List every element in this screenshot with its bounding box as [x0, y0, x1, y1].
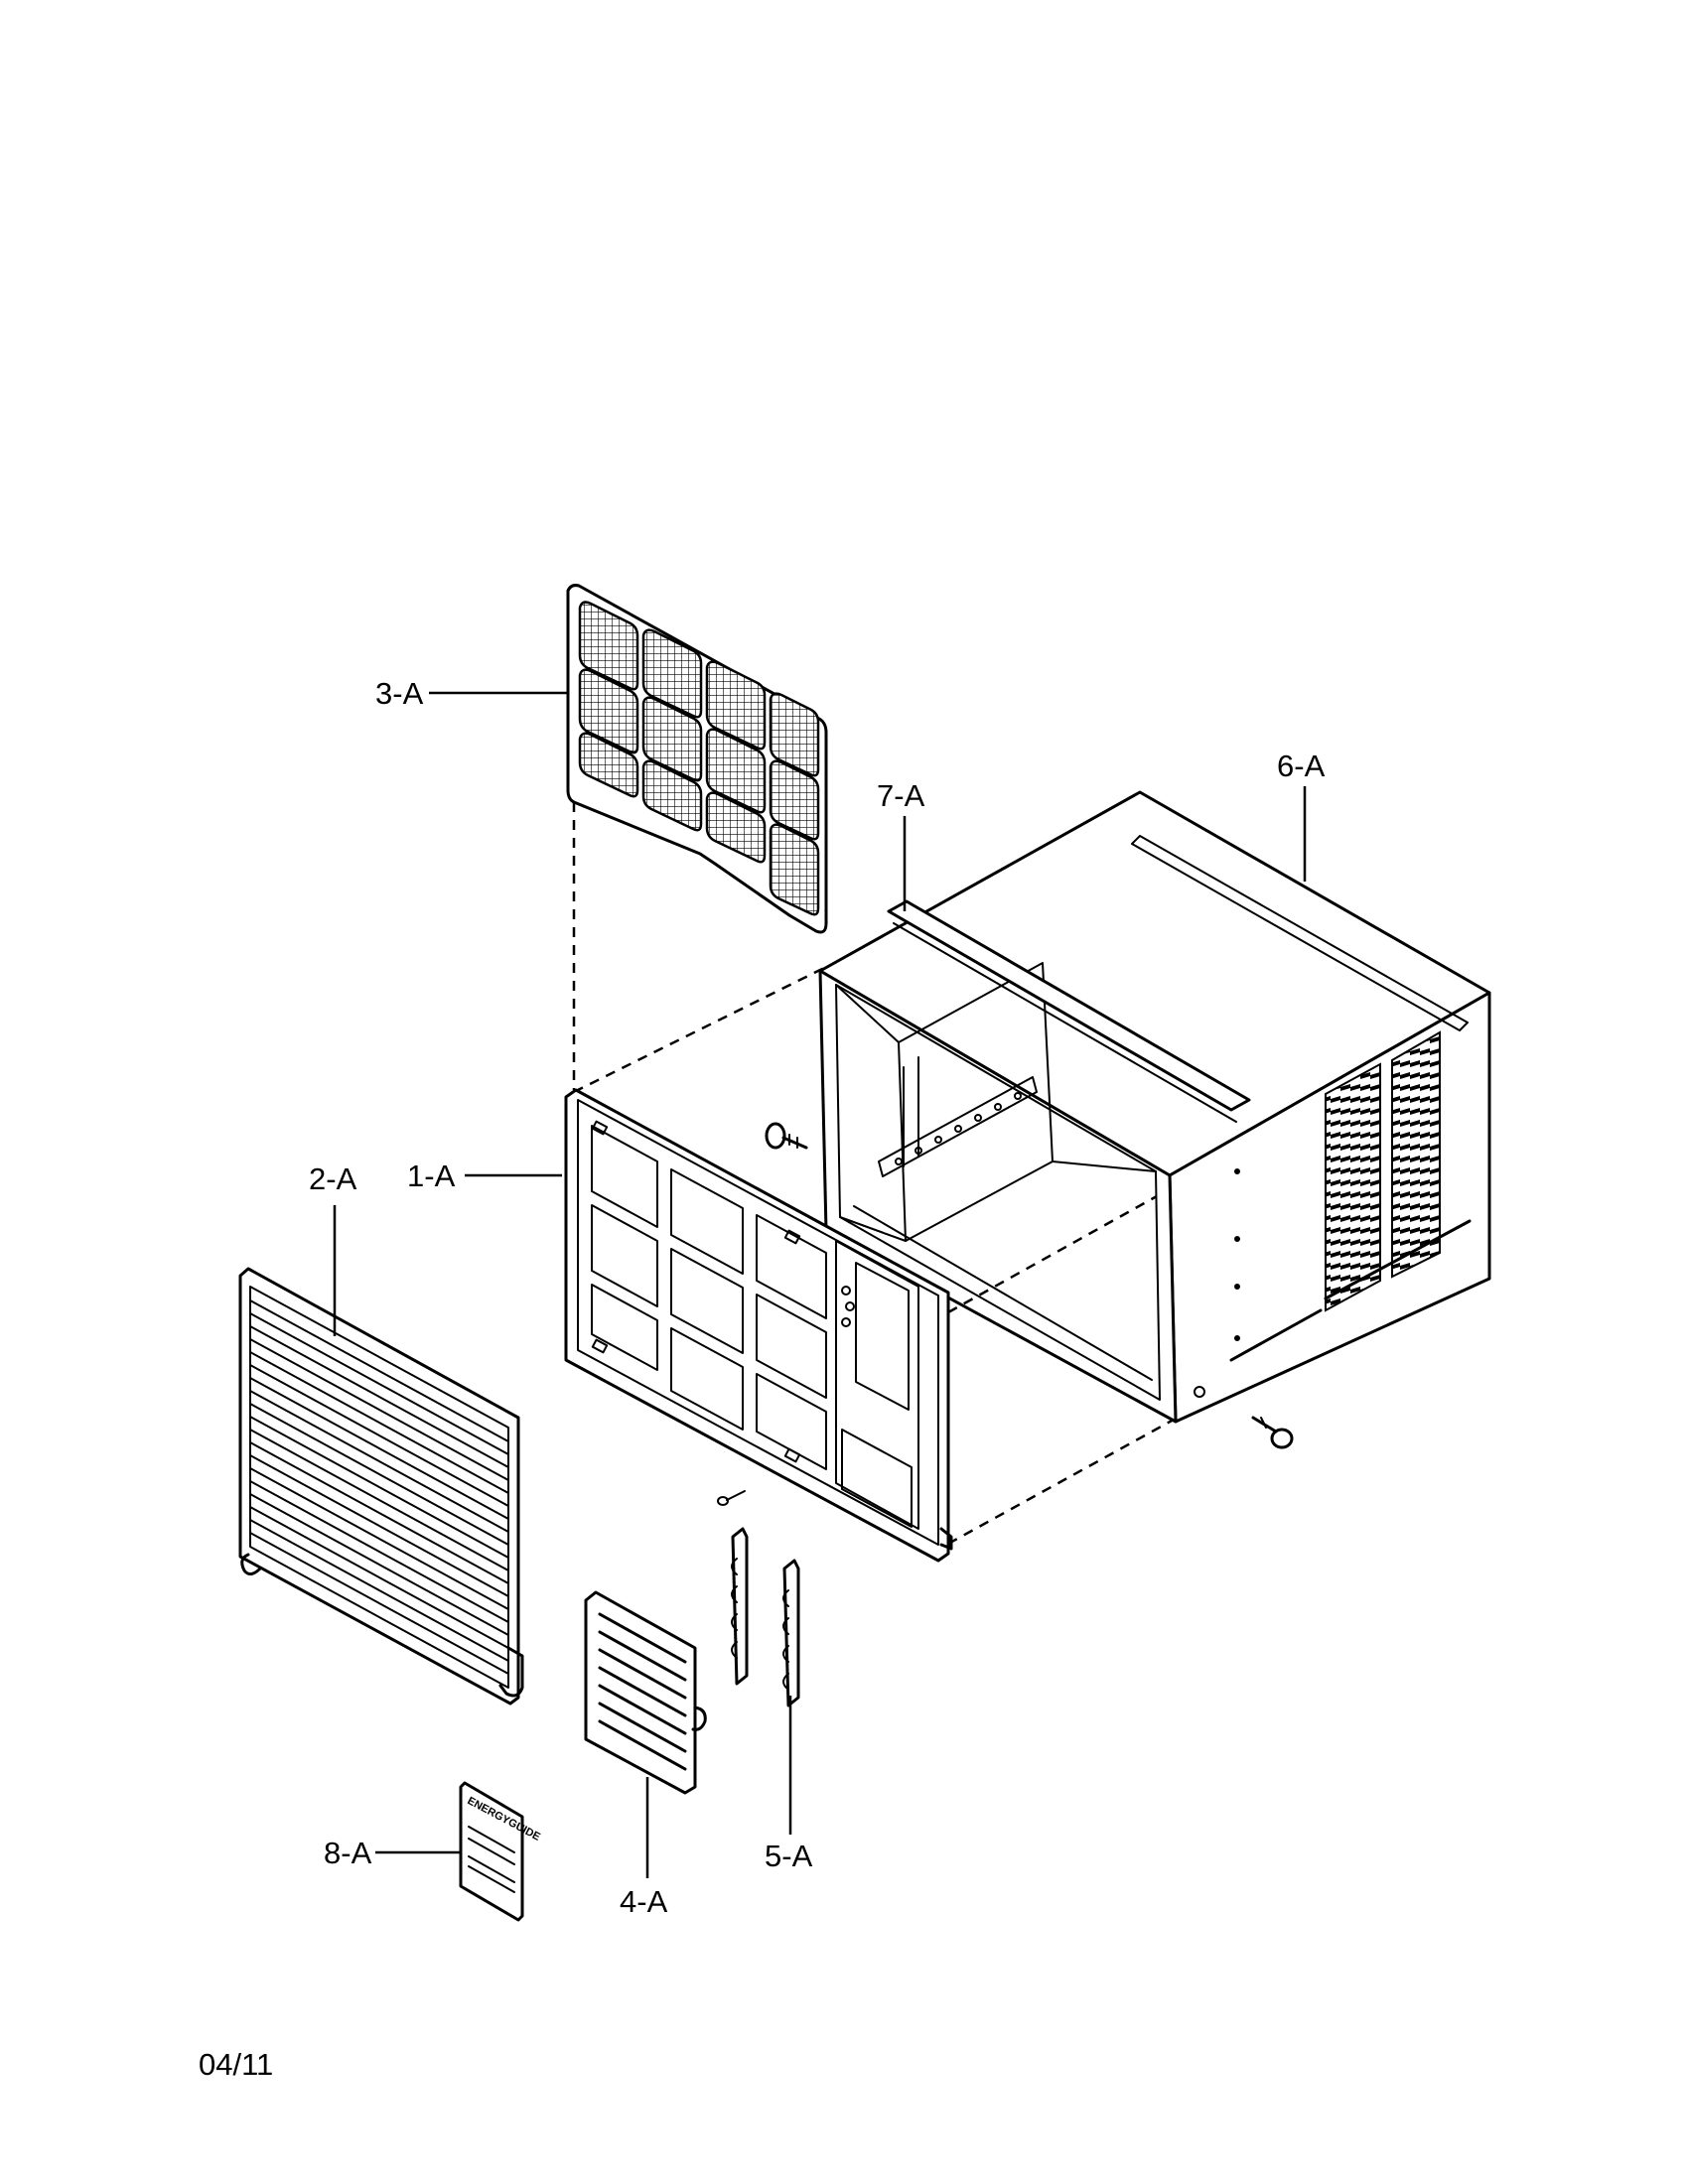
energy-label-part-8a: ENERGYGUIDE: [459, 1781, 542, 1922]
label-1a: 1-A: [407, 1159, 456, 1193]
label-6a: 6-A: [1277, 749, 1326, 783]
label-4a: 4-A: [620, 1884, 668, 1919]
footer-date-code: 04/11: [199, 2047, 274, 2082]
vent-door-part-4a: [584, 1590, 707, 1795]
cabinet-part-6a: [818, 790, 1491, 1424]
front-frame-part-1a: [564, 1088, 953, 1563]
label-2a: 2-A: [309, 1161, 357, 1196]
filter-part-3a: [566, 584, 828, 934]
side-curtain-part-5a-right: [782, 1559, 800, 1707]
label-3a: 3-A: [375, 676, 424, 711]
label-5a: 5-A: [765, 1839, 813, 1873]
rail-holes: [895, 1092, 1022, 1165]
screw-lower: [1251, 1416, 1294, 1449]
grille-louvers: [249, 1299, 509, 1675]
screw-upper: [765, 1122, 808, 1150]
frame-openings: [591, 1125, 827, 1470]
top-channel-part-7a: [887, 899, 1251, 1123]
callouts: 3-A 7-A 6-A 1-A 2-A 4-A 5-A 8-A: [309, 676, 1326, 1919]
side-curtain-part-5a-left: [731, 1527, 749, 1686]
label-8a: 8-A: [324, 1836, 372, 1870]
label-7a: 7-A: [877, 778, 925, 813]
filter-cells: [578, 601, 820, 916]
grille-part-2a: [238, 1267, 524, 1706]
